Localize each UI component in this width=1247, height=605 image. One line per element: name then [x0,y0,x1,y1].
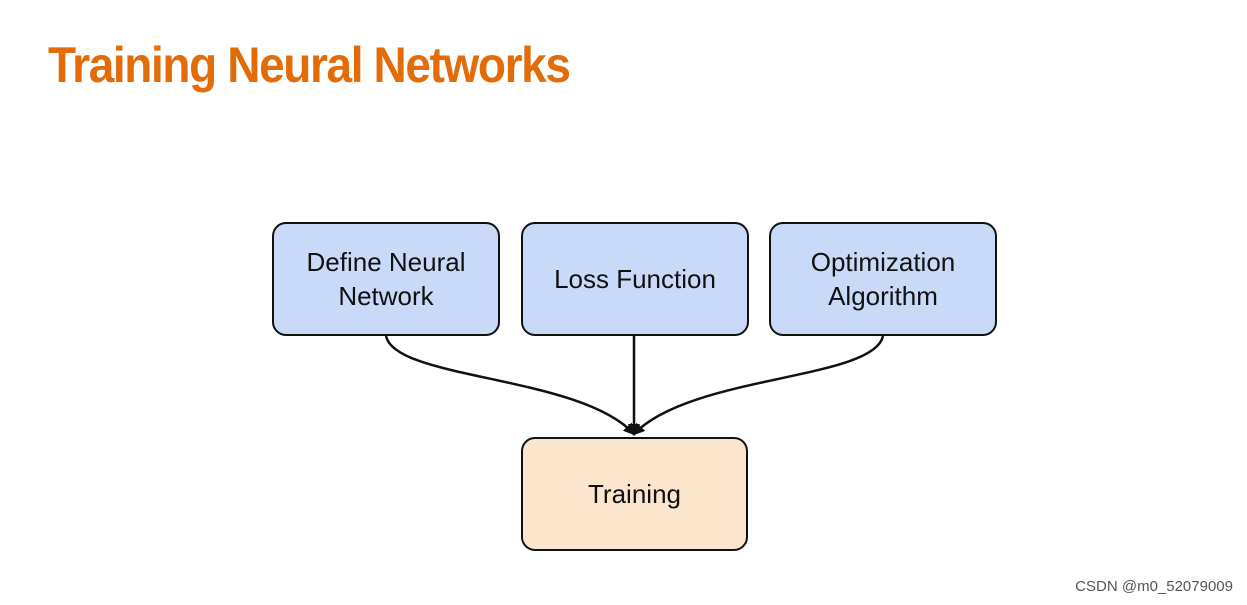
node-opt-label: Optimization Algorithm [810,247,956,311]
node-training: Training [521,437,748,551]
watermark: CSDN @m0_52079009 [1075,578,1233,595]
node-optimization-algorithm: Optimization Algorithm [769,222,997,336]
edge-optimization-to-training [632,335,885,436]
node-loss-label: Loss Function [554,264,716,294]
edge-define-to-training [384,335,636,436]
slide-title: Training Neural Networks [48,37,571,93]
node-loss-function: Loss Function [521,222,749,336]
node-define-label: Define Neural Network [306,247,466,311]
node-define-neural-network: Define Neural Network [272,222,500,336]
node-training-label: Training [588,479,681,509]
